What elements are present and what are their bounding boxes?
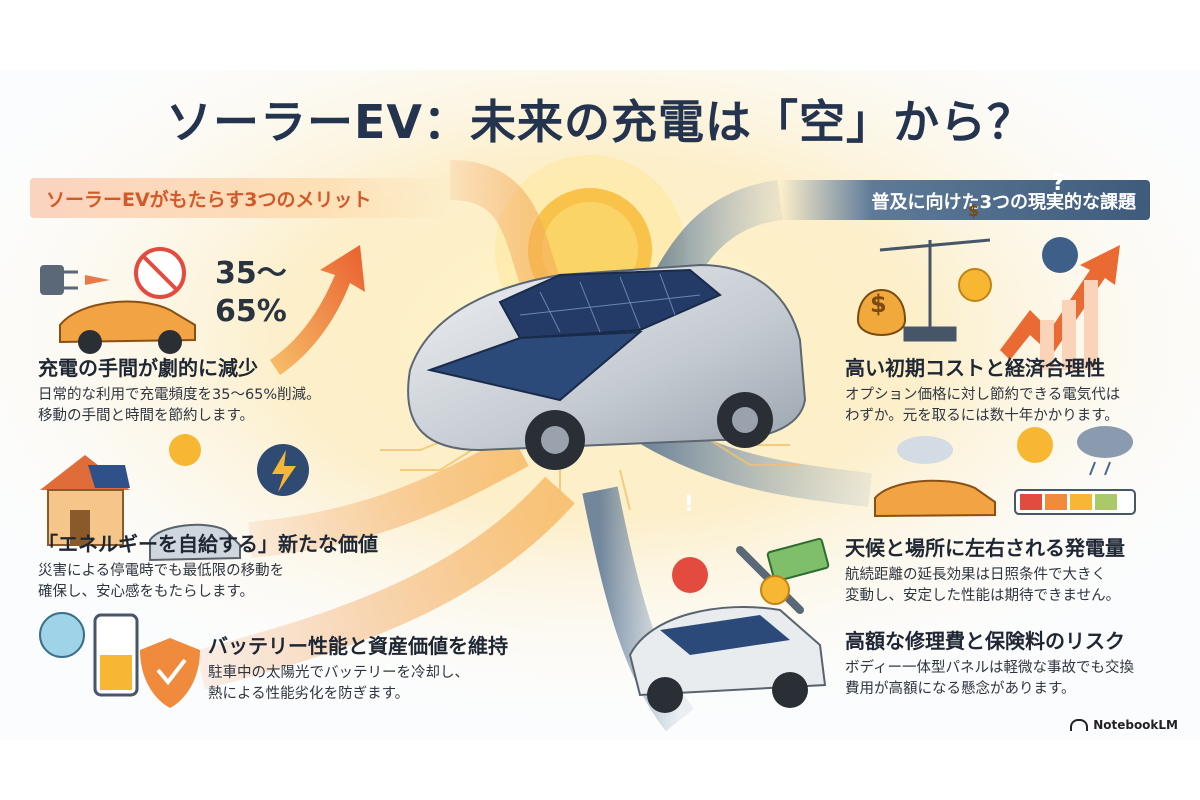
car-small-icon bbox=[149, 523, 241, 562]
small-sun-icon bbox=[169, 434, 201, 466]
merit-3-body: 駐車中の太陽光でバッテリーを冷却し、 熱による性能劣化を防ぎます。 bbox=[208, 663, 508, 705]
notebooklm-logo-icon bbox=[1070, 719, 1089, 731]
reduction-stat-line1: 35～ bbox=[215, 256, 287, 291]
challenges-header: 普及に向けた3つの現実的な課題 bbox=[780, 180, 1150, 220]
merit-2-title: 「エネルギーを自給する」新たな価値 bbox=[38, 532, 378, 556]
plug-icon bbox=[40, 265, 78, 295]
merit-2-body-line: 確保し、安心感をもたらします。 bbox=[38, 584, 255, 600]
fan-icon bbox=[39, 612, 85, 658]
arrow-right-icon bbox=[85, 275, 110, 285]
up-arrow-icon bbox=[270, 245, 365, 375]
reduction-stat: 35～ 65% bbox=[215, 255, 287, 331]
challenge-3-body-line: ボディー一体型パネルは軽微な事故でも交換 bbox=[845, 660, 1134, 676]
coin-icon bbox=[760, 575, 790, 605]
challenges-header-label: 普及に向けた3つの現実的な課題 bbox=[871, 192, 1136, 213]
challenge-3-body: ボディー一体型パネルは軽微な事故でも交換 費用が高額になる懸念があります。 bbox=[845, 658, 1134, 700]
merit-1-title: 充電の手間が劇的に減少 bbox=[38, 356, 258, 380]
merit-3-body-line: 駐車中の太陽光でバッテリーを冷却し、 bbox=[208, 665, 469, 681]
car-orange-right-icon bbox=[874, 479, 996, 518]
merit-1: 充電の手間が劇的に減少 日常的な利用で充電頻度を35～65%削減。 移動の手間と… bbox=[38, 352, 321, 427]
cash-icon bbox=[766, 537, 830, 583]
merit-3-title: バッテリー性能と資産価値を維持 bbox=[208, 634, 508, 658]
challenge-2: 天候と場所に左右される発電量 航続距離の延長効果は日照条件で大きく 変動し、安定… bbox=[845, 532, 1125, 607]
merit-1-body: 日常的な利用で充電頻度を35～65%削減。 移動の手間と時間を節約します。 bbox=[38, 385, 321, 427]
question-symbol: ? bbox=[1052, 171, 1065, 196]
challenge-2-body: 航続距離の延長効果は日照条件で大きく 変動し、安定した性能は期待できません。 bbox=[845, 565, 1125, 607]
infographic: ソーラーEV：未来の充電は「空」から？ ソーラーEVがもたらす3つのメリット 普… bbox=[0, 70, 1200, 740]
challenge-1-body: オプション価格に対し節約できる電気代は わずか。元を取るには数十年かかります。 bbox=[845, 385, 1120, 427]
challenge-1: 高い初期コストと経済合理性 オプション価格に対し節約できる電気代は わずか。元を… bbox=[845, 352, 1120, 427]
money-bag-symbol: $ bbox=[870, 290, 887, 318]
alert-symbol: ! bbox=[684, 492, 695, 517]
solar-car-illustration bbox=[407, 263, 807, 470]
merit-3-body-line: 熱による性能劣化を防ぎます。 bbox=[208, 686, 410, 702]
balance-scale-icon bbox=[879, 238, 991, 342]
merit-2: 「エネルギーを自給する」新たな価値 災害による停電時でも最低限の移動を 確保し、… bbox=[38, 528, 378, 603]
challenge-2-body-line: 航続距離の延長効果は日照条件で大きく bbox=[845, 567, 1106, 583]
cloud-icon bbox=[897, 436, 953, 464]
merit-3: バッテリー性能と資産価値を維持 駐車中の太陽光でバッテリーを冷却し、 熱による性… bbox=[208, 630, 508, 705]
merit-2-body: 災害による停電時でも最低限の移動を 確保し、安心感をもたらします。 bbox=[38, 561, 378, 603]
challenge-3-title: 高額な修理費と保険料のリスク bbox=[845, 629, 1125, 653]
merit-2-body-line: 災害による停電時でも最低限の移動を bbox=[38, 563, 285, 579]
battery-icon bbox=[93, 613, 139, 697]
challenge-1-body-line: わずか。元を取るには数十年かかります。 bbox=[845, 408, 1119, 424]
shield-check-icon bbox=[140, 638, 200, 708]
timer-crossed-icon bbox=[134, 247, 186, 299]
page-title: ソーラーEV：未来の充電は「空」から？ bbox=[165, 95, 1035, 149]
challenge-2-title: 天候と場所に左右される発電量 bbox=[845, 536, 1125, 560]
merit-1-body-line: 移動の手間と時間を節約します。 bbox=[38, 408, 255, 424]
source-credit: NotebookLM bbox=[1070, 718, 1178, 732]
credit-label: NotebookLM bbox=[1093, 718, 1178, 732]
challenge-2-body-line: 変動し、安定した性能は期待できません。 bbox=[845, 588, 1121, 604]
merit-1-body-line: 日常的な利用で充電頻度を35～65%削減。 bbox=[38, 387, 321, 403]
alert-icon bbox=[672, 557, 708, 593]
battery-gauge-icon bbox=[1014, 489, 1136, 515]
damaged-car-icon bbox=[628, 606, 827, 713]
lightning-icon bbox=[257, 444, 309, 496]
orange-car-icon bbox=[59, 300, 196, 354]
merits-header-label: ソーラーEVがもたらす3つのメリット bbox=[46, 189, 372, 211]
reduction-stat-line2: 65% bbox=[215, 294, 287, 329]
house-solar-icon bbox=[40, 455, 130, 546]
challenge-3: 高額な修理費と保険料のリスク ボディー一体型パネルは軽微な事故でも交換 費用が高… bbox=[845, 625, 1134, 700]
rising-chart-icon bbox=[1000, 245, 1120, 370]
challenge-1-title: 高い初期コストと経済合理性 bbox=[845, 356, 1105, 380]
merits-header: ソーラーEVがもたらす3つのメリット bbox=[30, 178, 450, 218]
sun-cloud-icon bbox=[1017, 427, 1053, 463]
rain-cloud-icon bbox=[1077, 426, 1133, 476]
challenge-1-body-line: オプション価格に対し節約できる電気代は bbox=[845, 387, 1121, 403]
challenge-3-body-line: 費用が高額になる懸念があります。 bbox=[845, 681, 1076, 697]
coin-symbol: $ bbox=[968, 201, 980, 220]
